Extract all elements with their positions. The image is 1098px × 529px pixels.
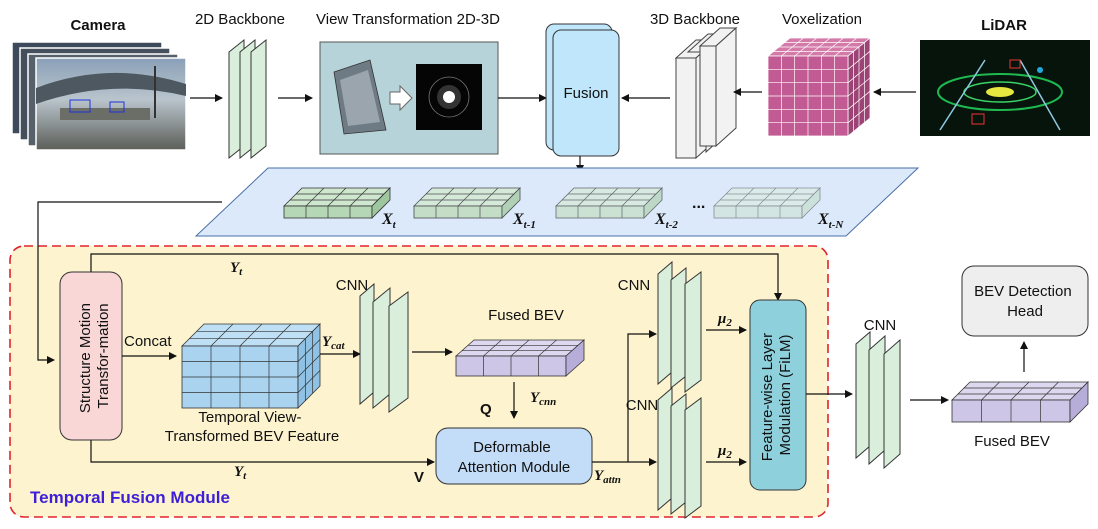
voxelization-label: Voxelization: [782, 11, 862, 28]
fused-bev-top-grid: [454, 339, 586, 377]
cnn-4-block: [855, 330, 901, 470]
y-t-top-label: Yt: [230, 260, 243, 278]
deformable-attention-block: [435, 427, 593, 485]
camera-label: Camera: [70, 17, 126, 34]
structure-motion-label: Structure Motion Transfor-mation: [77, 299, 112, 413]
cnn-4-label: CNN: [864, 317, 897, 334]
backbone-2d-label: 2D Backbone: [195, 11, 285, 28]
fused-bev-out-label: Fused BEV: [974, 433, 1050, 450]
temporal-feature-label: Temporal View- Transformed BEV Feature: [165, 409, 340, 445]
bev-grid-t: [283, 187, 391, 219]
mu-2-label: μ2: [717, 443, 732, 461]
bev-detection-head: [961, 265, 1089, 337]
cnn-1-label: CNN: [336, 277, 369, 294]
voxel-cube: [766, 37, 872, 137]
mu-1-label: μ2: [717, 311, 732, 329]
view-transform-arrow-icon: [389, 84, 413, 112]
fused-bev-top: [454, 339, 586, 377]
y-attn-label: Yattn: [594, 468, 621, 486]
camera-images: [11, 41, 187, 151]
cnn-2-block: [657, 260, 702, 393]
bev-grid-tn: [713, 187, 821, 219]
lidar-label: LiDAR: [981, 17, 1027, 34]
cnn-1-block: [359, 282, 409, 413]
y-cat-label: Ycat: [322, 334, 346, 352]
temporal-fusion-module-box: [9, 245, 829, 518]
module-title: Temporal Fusion Module: [30, 488, 230, 507]
arrow-deformable-to-cnn2: [627, 330, 657, 462]
arrow-yt-bottom-to-deformable: [90, 440, 435, 466]
deformable-label: Deformable Attention Module: [458, 439, 571, 476]
x-t1-label: Xt-1: [512, 211, 536, 231]
arrow-yt-top-to-film: [90, 253, 782, 301]
q-label: Q: [480, 401, 492, 418]
temporal-feature-cube: [181, 323, 321, 409]
bev-grid-t2: [555, 187, 663, 219]
fused-bev-top-label: Fused BEV: [488, 307, 564, 324]
y-t-bottom-label: Yt: [234, 464, 247, 482]
fused-bev-out-grid: [951, 381, 1089, 423]
fusion-block: [545, 23, 620, 157]
x-t-label: Xt: [381, 211, 397, 231]
ellipsis-label: ...: [692, 195, 705, 212]
arrow-bev-to-structure-motion: [37, 201, 222, 364]
x-t2-label: Xt-2: [654, 211, 678, 231]
bev-head-label: BEV Detection Head: [974, 283, 1076, 320]
concat-label: Concat: [124, 333, 172, 350]
bev-grid-t1: [413, 187, 521, 219]
film-label: Feature-wise Layer Modulation (FiLM): [759, 329, 794, 462]
y-cnn-label: Ycnn: [530, 390, 556, 408]
temporal-bev-band: [194, 167, 920, 237]
view-transform-block: [319, 41, 499, 155]
fused-bev-output: [951, 381, 1089, 423]
cnn-2-label: CNN: [618, 277, 651, 294]
backbone-2d-block: [228, 38, 267, 160]
backbone-3d-block: [674, 26, 738, 160]
lidar-image: [920, 40, 1090, 136]
cnn-3-block: [657, 386, 702, 519]
film-block: [749, 299, 807, 491]
cnn-3-label: CNN: [626, 397, 659, 414]
backbone-3d-label: 3D Backbone: [650, 11, 740, 28]
fusion-label: Fusion: [563, 85, 608, 102]
x-tn-label: Xt-N: [817, 211, 844, 231]
view-transform-label: View Transformation 2D-3D: [316, 11, 500, 28]
v-label: V: [414, 469, 424, 486]
